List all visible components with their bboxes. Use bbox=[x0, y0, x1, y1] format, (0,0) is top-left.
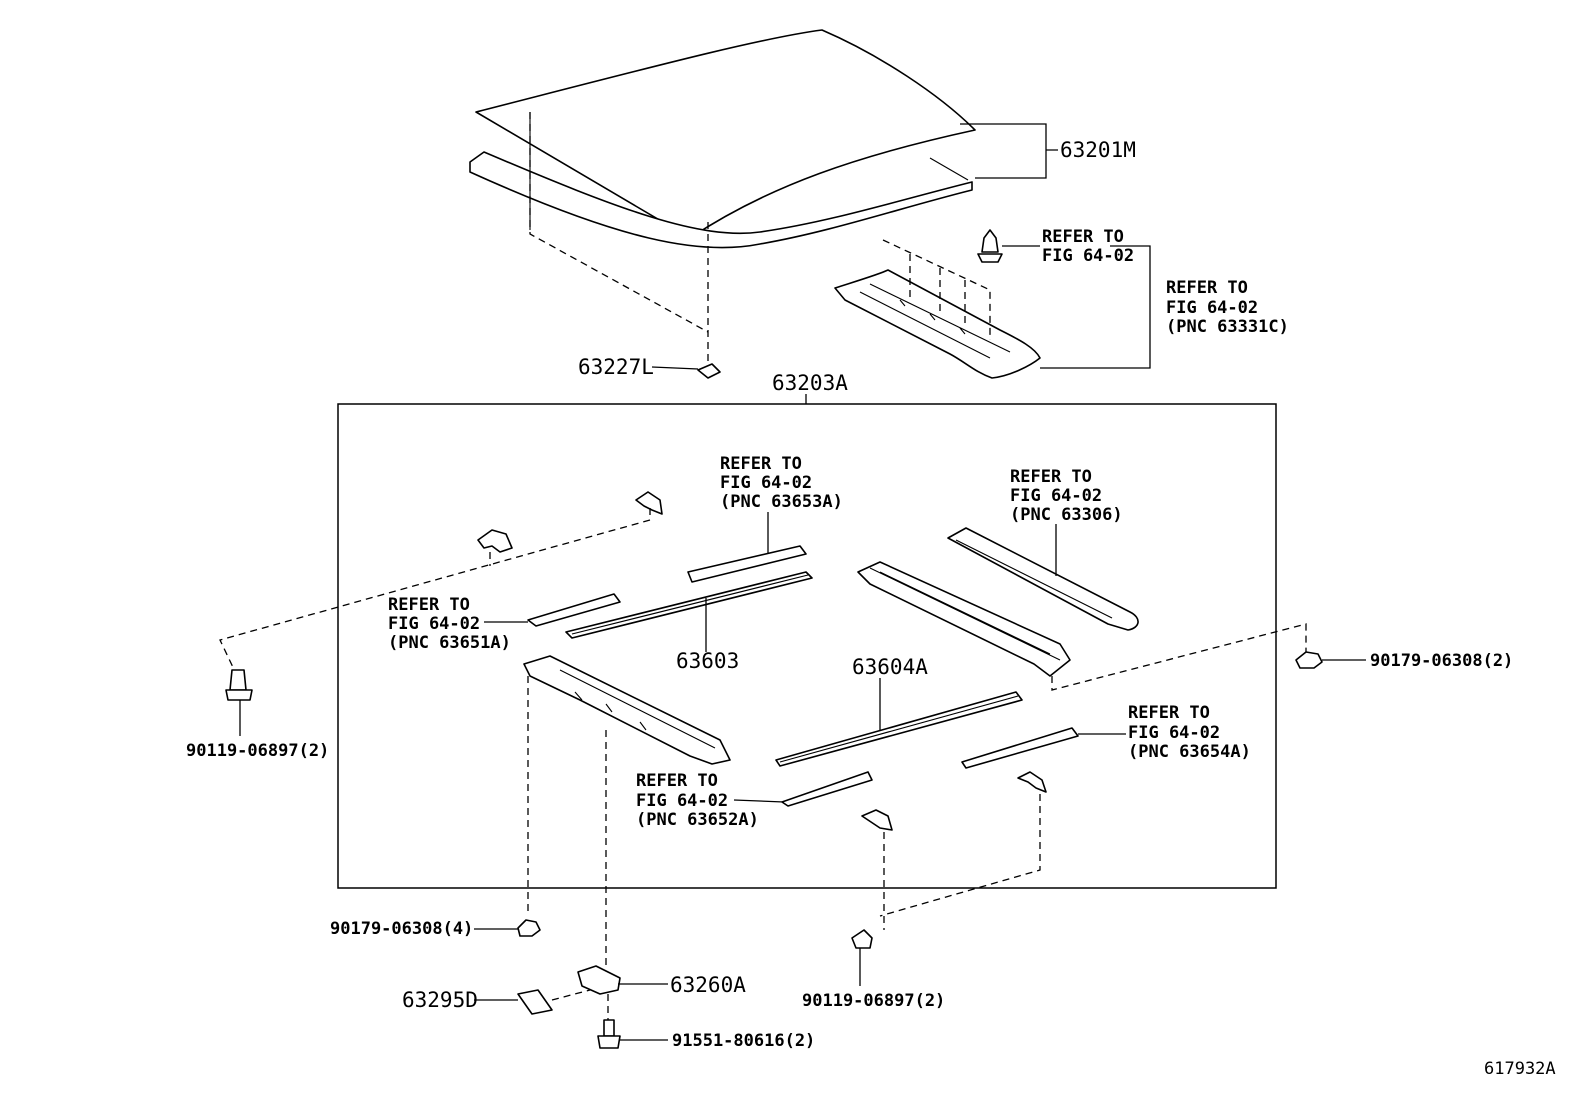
svg-text:REFER TO: REFER TO bbox=[388, 595, 470, 615]
svg-text:(PNC 63651A): (PNC 63651A) bbox=[388, 633, 511, 653]
bracket-small-top[interactable] bbox=[635, 491, 663, 515]
label-63227l: 63227L bbox=[578, 355, 654, 379]
leader-dash-roof-left bbox=[529, 112, 709, 333]
label-63260a: 63260A bbox=[670, 973, 746, 997]
roof-side-rail-left[interactable] bbox=[523, 655, 731, 765]
label-figure-id: 617932A bbox=[1484, 1059, 1556, 1079]
bolt-91551[interactable] bbox=[597, 1019, 621, 1049]
trim-strip-63654a[interactable] bbox=[961, 727, 1079, 769]
ref-63306: REFER TO FIG 64-02 (PNC 63306) bbox=[1010, 467, 1123, 525]
ref-63651a: REFER TO FIG 64-02 (PNC 63651A) bbox=[388, 595, 511, 653]
roof-rail-63603[interactable] bbox=[565, 571, 813, 639]
roof-rear-header-rail[interactable] bbox=[834, 269, 1041, 379]
svg-text:FIG 64-02: FIG 64-02 bbox=[1166, 298, 1258, 318]
svg-text:REFER TO: REFER TO bbox=[720, 454, 802, 474]
leader-63227l bbox=[651, 366, 699, 370]
roof-cross-member[interactable] bbox=[857, 561, 1071, 677]
bracket-63201m bbox=[960, 123, 1058, 179]
trim-strip-63653a[interactable] bbox=[687, 545, 807, 583]
leader-rail-ref bbox=[1040, 245, 1151, 369]
ref-clip: REFER TO FIG 64-02 bbox=[1042, 227, 1134, 266]
svg-text:REFER TO: REFER TO bbox=[1166, 278, 1248, 298]
assembly-box-63203a bbox=[337, 403, 1277, 889]
label-63604a: 63604A bbox=[852, 655, 928, 679]
svg-text:(PNC 63652A): (PNC 63652A) bbox=[636, 810, 759, 830]
bolt-90119-bottom[interactable] bbox=[851, 929, 873, 949]
bolt-90119-left[interactable] bbox=[225, 669, 253, 701]
nut-90179-bottom[interactable] bbox=[517, 919, 541, 937]
svg-text:REFER TO: REFER TO bbox=[1010, 467, 1092, 487]
roof-rail-63604a[interactable] bbox=[775, 691, 1023, 767]
ref-rail-63331c: REFER TO FIG 64-02 (PNC 63331C) bbox=[1166, 278, 1289, 337]
svg-text:FIG 64-02: FIG 64-02 bbox=[720, 473, 812, 493]
leader-63652a bbox=[733, 799, 785, 803]
svg-text:FIG 64-02: FIG 64-02 bbox=[388, 614, 480, 634]
clip-63227l[interactable] bbox=[697, 363, 721, 379]
ref-63653a: REFER TO FIG 64-02 (PNC 63653A) bbox=[720, 454, 843, 512]
svg-text:FIG 64-02: FIG 64-02 bbox=[636, 791, 728, 811]
ref-63652a: REFER TO FIG 64-02 (PNC 63652A) bbox=[636, 771, 759, 830]
trim-strip-63651a[interactable] bbox=[527, 593, 621, 627]
label-90119-bottom: 90119-06897(2) bbox=[802, 991, 945, 1011]
ref-63654a: REFER TO FIG 64-02 (PNC 63654A) bbox=[1128, 703, 1251, 762]
leader-dash-63295d bbox=[551, 989, 591, 1001]
svg-text:FIG 64-02: FIG 64-02 bbox=[1010, 486, 1102, 506]
leader-dash-left-bolt bbox=[219, 508, 651, 683]
label-63603: 63603 bbox=[676, 649, 739, 673]
svg-text:REFER TO: REFER TO bbox=[1128, 703, 1210, 723]
svg-text:REFER TO: REFER TO bbox=[1042, 227, 1124, 247]
label-63295d: 63295D bbox=[402, 988, 478, 1012]
roof-rail-63306[interactable] bbox=[947, 527, 1139, 631]
bracket-63260a[interactable] bbox=[577, 965, 621, 995]
nut-90179-right[interactable] bbox=[1295, 651, 1323, 669]
bracket-small-bottom-center[interactable] bbox=[861, 809, 893, 831]
label-90119-left: 90119-06897(2) bbox=[186, 741, 329, 761]
retainer-clip-top[interactable] bbox=[977, 229, 1003, 263]
bracket-small-left[interactable] bbox=[477, 529, 513, 553]
svg-text:(PNC 63331C): (PNC 63331C) bbox=[1166, 317, 1289, 337]
label-90179-right: 90179-06308(2) bbox=[1370, 651, 1513, 671]
trim-strip-63652a[interactable] bbox=[781, 771, 873, 807]
svg-text:FIG 64-02: FIG 64-02 bbox=[1042, 246, 1134, 266]
label-63201m: 63201M bbox=[1060, 138, 1136, 162]
label-90179-bottom: 90179-06308(4) bbox=[330, 919, 473, 939]
leader-dash-bottom-right bbox=[879, 794, 1041, 917]
roof-panel-63201m[interactable] bbox=[469, 29, 976, 249]
svg-text:(PNC 63306): (PNC 63306) bbox=[1010, 505, 1123, 525]
label-91551: 91551-80616(2) bbox=[672, 1031, 815, 1051]
svg-text:REFER TO: REFER TO bbox=[636, 771, 718, 791]
bracket-small-bottom-right[interactable] bbox=[1017, 771, 1047, 793]
pad-63295d[interactable] bbox=[517, 989, 553, 1015]
svg-text:(PNC 63653A): (PNC 63653A) bbox=[720, 492, 843, 512]
label-63203a: 63203A bbox=[772, 371, 848, 395]
leader-dash-right-nut bbox=[1051, 623, 1307, 691]
svg-text:FIG 64-02: FIG 64-02 bbox=[1128, 723, 1220, 743]
svg-text:(PNC 63654A): (PNC 63654A) bbox=[1128, 742, 1251, 762]
